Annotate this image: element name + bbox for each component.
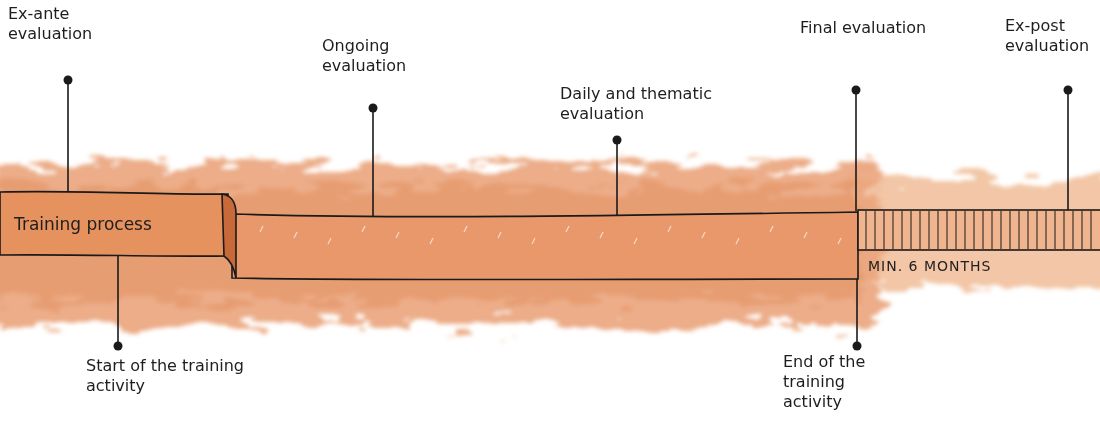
band-stripe xyxy=(1010,211,1011,249)
wash xyxy=(0,165,880,325)
band-stripe xyxy=(866,211,867,249)
band-stripe xyxy=(893,211,894,249)
ribbon-twist xyxy=(222,194,236,278)
ribbon-segment xyxy=(232,212,858,280)
leader-dot xyxy=(613,136,622,145)
wash-dark xyxy=(0,188,860,300)
ribbon-texture xyxy=(532,238,535,244)
band-stripe xyxy=(1046,211,1047,249)
ribbon-segment xyxy=(0,192,228,257)
stage-label: Final evaluation xyxy=(800,18,990,38)
leader-line xyxy=(1067,90,1069,210)
leader-dot xyxy=(369,104,378,113)
band-stripe xyxy=(956,211,957,249)
band-stripe xyxy=(875,211,876,249)
leader-dot xyxy=(853,342,862,351)
stage-label: End of the training activity xyxy=(783,352,878,412)
band-stripe xyxy=(992,211,993,249)
leader-line xyxy=(616,140,618,216)
leader-line xyxy=(372,108,374,217)
leader-dot xyxy=(1064,86,1073,95)
band-stripe xyxy=(1073,211,1074,249)
ribbon-texture xyxy=(430,238,433,244)
band-stripe xyxy=(920,211,921,249)
leader-dot xyxy=(64,76,73,85)
stage-label: Start of the training activity xyxy=(86,356,251,396)
band-stripe xyxy=(1019,211,1020,249)
training-ribbon: Training process xyxy=(0,180,862,288)
wash-light xyxy=(850,178,1100,286)
ribbon-texture xyxy=(634,238,637,244)
band-stripe xyxy=(947,211,948,249)
ribbon-texture xyxy=(668,226,671,232)
leader-line xyxy=(855,90,857,211)
ribbon-texture xyxy=(838,238,841,244)
ribbon-texture xyxy=(464,226,467,232)
post-period-band: MIN. 6 MONTHS xyxy=(856,200,1100,292)
band-stripe xyxy=(1037,211,1038,249)
node-outline xyxy=(856,200,1100,292)
band-stripe xyxy=(983,211,984,249)
ribbon-texture xyxy=(362,226,365,232)
stage-label: Daily and thematic evaluation xyxy=(560,84,790,124)
band-stripe xyxy=(884,211,885,249)
band-stripe xyxy=(938,211,939,249)
leader-dot xyxy=(114,342,123,351)
stage-label: Ex-ante evaluation xyxy=(8,4,128,44)
duration-label: MIN. 6 MONTHS xyxy=(868,258,991,276)
band-stripe xyxy=(1064,211,1065,249)
leader-dot xyxy=(852,86,861,95)
ribbon-texture xyxy=(498,232,501,238)
ribbon-texture xyxy=(294,232,297,238)
ribbon-texture xyxy=(804,232,807,238)
stage-label: Ex-post evaluation xyxy=(1005,16,1097,56)
ribbon-texture xyxy=(328,238,331,244)
ribbon-texture xyxy=(566,226,569,232)
leader-line xyxy=(117,256,119,346)
band-stripe xyxy=(1028,211,1029,249)
ribbon-texture xyxy=(770,226,773,232)
band-stripe xyxy=(1001,211,1002,249)
band-stripe xyxy=(974,211,975,249)
band-stripe xyxy=(965,211,966,249)
band-stripe xyxy=(1082,211,1083,249)
band-stripe xyxy=(902,211,903,249)
ribbon-texture xyxy=(600,232,603,238)
band-stripe xyxy=(1091,211,1092,249)
leader-line xyxy=(856,279,858,346)
striped-band xyxy=(858,210,1100,250)
band-stripe xyxy=(929,211,930,249)
band-title: Training process xyxy=(14,214,152,235)
band-stripe xyxy=(1055,211,1056,249)
band-stripe xyxy=(911,211,912,249)
ribbon-texture xyxy=(396,232,399,238)
ribbon-texture xyxy=(736,238,739,244)
leader-line xyxy=(67,80,69,192)
ribbon-texture xyxy=(702,232,705,238)
ribbon-texture xyxy=(260,226,263,232)
stage-label: Ongoing evaluation xyxy=(322,36,452,76)
